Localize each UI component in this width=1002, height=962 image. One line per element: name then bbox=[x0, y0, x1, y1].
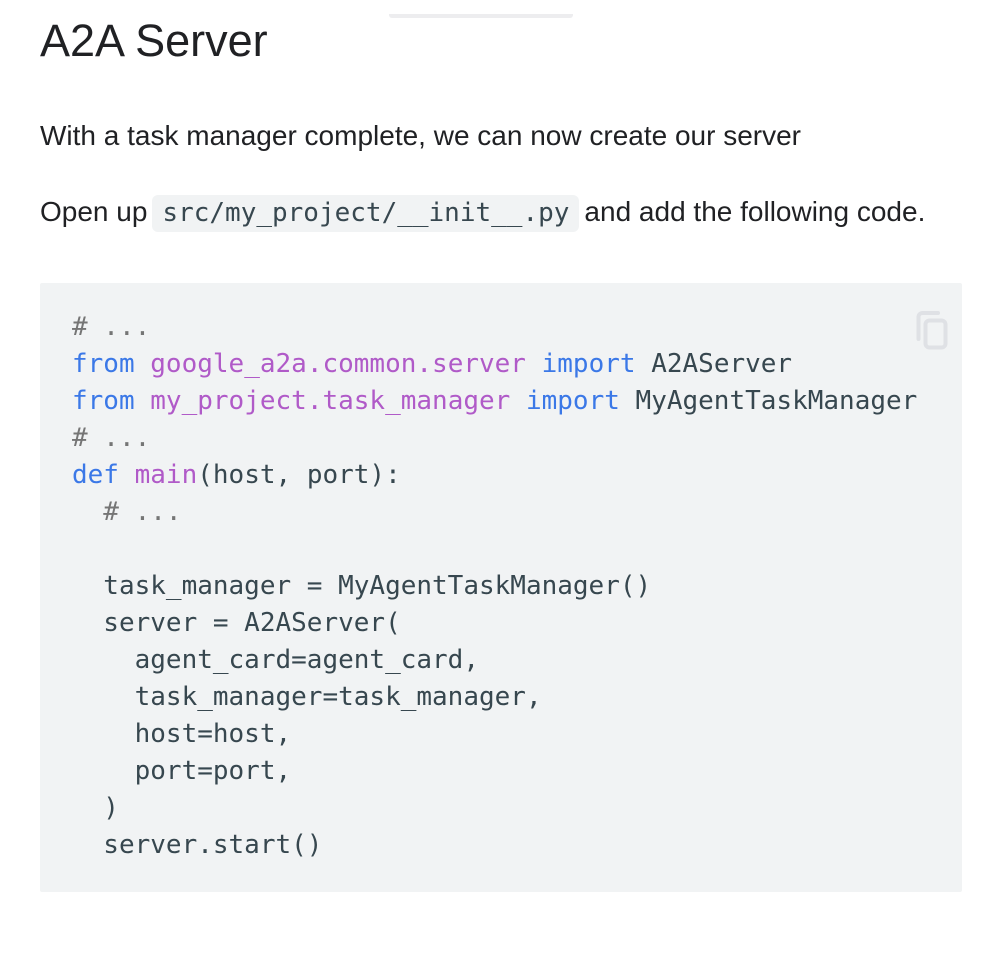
code-line: from my_project.task_manager import MyAg… bbox=[72, 383, 930, 420]
code-line: server = A2AServer( bbox=[72, 605, 930, 642]
code-line: from google_a2a.common.server import A2A… bbox=[72, 346, 930, 383]
code-token: my_project.task_manager bbox=[150, 386, 511, 417]
code-token: MyAgentTaskManager bbox=[619, 386, 918, 417]
code-token bbox=[510, 386, 526, 416]
code-token: task_manager=task_manager, bbox=[72, 682, 542, 713]
instruction-text-after: and add the following code. bbox=[584, 196, 926, 228]
code-line: # ... bbox=[72, 494, 930, 531]
code-token: google_a2a.common.server bbox=[150, 349, 526, 380]
code-token bbox=[119, 460, 135, 490]
code-line: host=host, bbox=[72, 716, 930, 753]
code-line: port=port, bbox=[72, 753, 930, 790]
code-token bbox=[135, 386, 151, 416]
code-line: def main(host, port): bbox=[72, 457, 930, 494]
code-token: server.start() bbox=[72, 830, 323, 861]
page-title: A2A Server bbox=[40, 15, 268, 66]
code-token: import bbox=[541, 349, 636, 380]
copy-icon bbox=[914, 309, 950, 351]
code-token: # ... bbox=[72, 312, 151, 343]
code-line: ) bbox=[72, 790, 930, 827]
article-content: A2A Server With a task manager complete,… bbox=[0, 14, 1002, 893]
code-token: # ... bbox=[72, 423, 151, 454]
code-line: # ... bbox=[72, 420, 930, 457]
code-token: server = A2AServer( bbox=[72, 608, 401, 639]
code-token bbox=[526, 349, 542, 379]
code-token bbox=[135, 349, 151, 379]
code-line: task_manager = MyAgentTaskManager() bbox=[72, 568, 930, 605]
code-token: port=port, bbox=[72, 756, 292, 787]
code-token: main bbox=[134, 460, 198, 491]
inline-code-path: src/my_project/__init__.py bbox=[152, 195, 580, 233]
code-block: # ...from google_a2a.common.server impor… bbox=[40, 283, 962, 893]
code-token: from bbox=[72, 349, 135, 380]
intro-paragraph: With a task manager complete, we can now… bbox=[40, 120, 802, 151]
code-token: def bbox=[72, 460, 119, 491]
code-token: ) bbox=[72, 793, 119, 824]
code-token: import bbox=[525, 386, 620, 417]
code-line: task_manager=task_manager, bbox=[72, 679, 930, 716]
code-line bbox=[72, 531, 930, 568]
code-line: # ... bbox=[72, 309, 930, 346]
top-edge-strip bbox=[389, 14, 573, 18]
code-token: agent_card=agent_card, bbox=[72, 645, 479, 676]
code-line: agent_card=agent_card, bbox=[72, 642, 930, 679]
code-token: host=host, bbox=[72, 719, 292, 750]
code-lines: # ...from google_a2a.common.server impor… bbox=[72, 309, 930, 864]
code-token: A2AServer bbox=[635, 349, 793, 380]
code-token: (host, port): bbox=[197, 460, 401, 491]
code-line: server.start() bbox=[72, 827, 930, 864]
code-token: from bbox=[72, 386, 135, 417]
code-token: task_manager = MyAgentTaskManager() bbox=[72, 571, 652, 602]
instruction-text-before: Open up bbox=[40, 196, 148, 228]
code-token: # ... bbox=[72, 497, 182, 528]
copy-code-button[interactable] bbox=[910, 305, 954, 353]
